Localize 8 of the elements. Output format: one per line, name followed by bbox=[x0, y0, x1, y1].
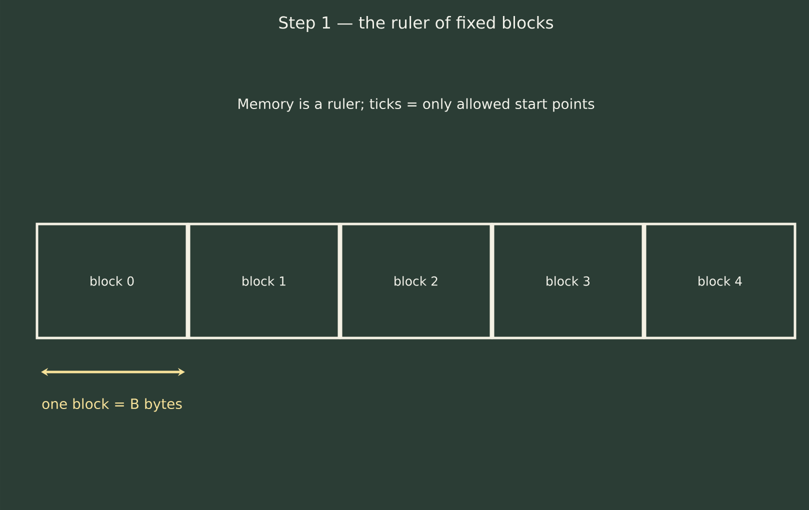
block-box: block 1 bbox=[188, 222, 340, 340]
block-box: block 3 bbox=[492, 222, 644, 340]
block-box: block 0 bbox=[36, 222, 188, 340]
title: Step 1 — the ruler of fixed blocks bbox=[279, 16, 554, 32]
subtitle: Memory is a ruler; ticks = only allowed start points bbox=[238, 98, 594, 112]
block-box: block 2 bbox=[340, 222, 492, 340]
block-box: block 4 bbox=[644, 222, 796, 340]
dimension-label: one block = B bytes bbox=[42, 398, 182, 412]
